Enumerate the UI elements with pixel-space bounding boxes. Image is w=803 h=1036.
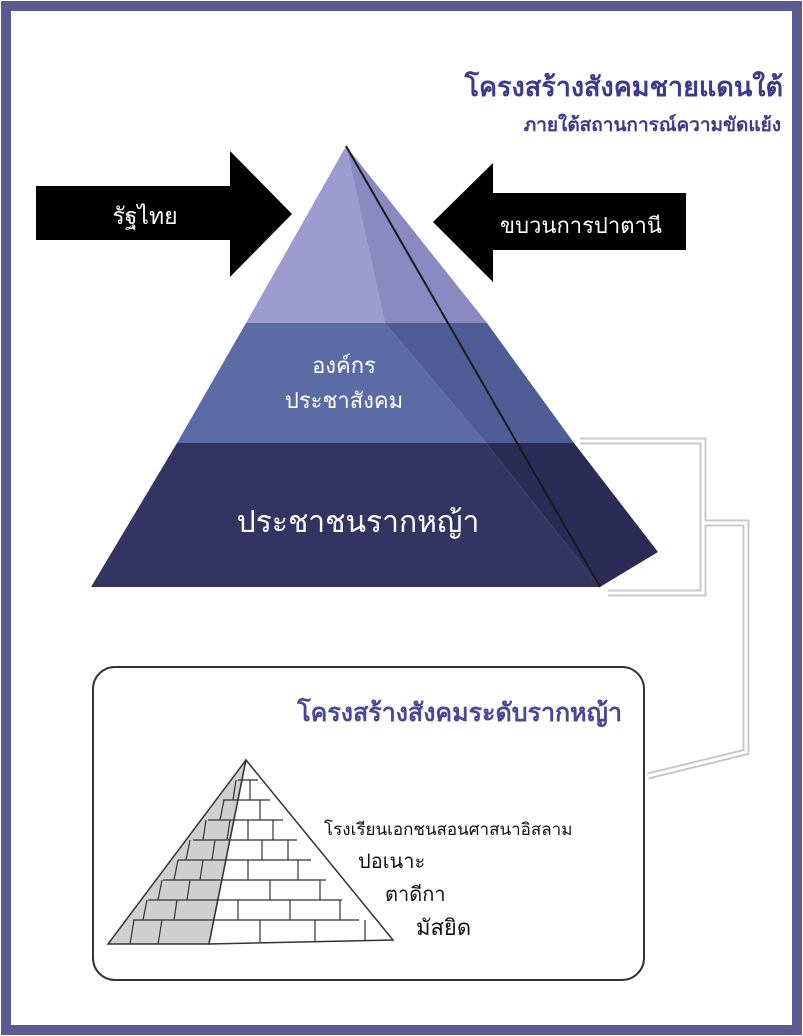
inset-panel: โครงสร้างสังคมระดับรากหญ้า xyxy=(92,666,645,981)
pyramid-top-tier-side xyxy=(346,146,487,323)
pyramid-middle-tier-side xyxy=(385,323,574,443)
pyramid-bottom-tier-side xyxy=(486,443,658,587)
main-pyramid: องค์กร ประชาสังคม ประชาชนรากหญ้า xyxy=(91,145,658,588)
right-arrow-label: ขบวนการปาตานี xyxy=(500,214,662,239)
right-arrow: ขบวนการปาตานี xyxy=(433,163,686,282)
bracket-connector xyxy=(580,437,750,780)
inset-title: โครงสร้างสังคมระดับรากหญ้า xyxy=(296,697,622,727)
brick-lines xyxy=(129,779,366,945)
middle-tier-label-line2: ประชาสังคม xyxy=(285,389,403,414)
inset-label-pondok: ปอเนาะ xyxy=(358,849,425,873)
pyramid-bottom-tier-front xyxy=(91,443,600,587)
inset-label-tadika: ตาดีกา xyxy=(385,882,446,906)
inset-label-islamic-school: โรงเรียนเอกชนสอนศาสนาอิสลาม xyxy=(324,819,572,840)
diagram-title: โครงสร้างสังคมชายแดนใต้ xyxy=(463,70,783,103)
middle-tier-label-line1: องค์กร xyxy=(312,354,376,379)
pyramid-edge xyxy=(345,145,601,588)
left-arrow-label: รัฐไทย xyxy=(112,203,177,230)
pyramid-middle-tier-front xyxy=(177,323,486,443)
inset-label-mosque: มัสยิด xyxy=(416,916,471,941)
bottom-tier-label: ประชาชนรากหญ้า xyxy=(237,505,480,540)
brick-pyramid xyxy=(106,758,395,945)
left-arrow: รัฐไทย xyxy=(36,151,292,277)
pyramid-top-tier-front xyxy=(246,146,385,323)
diagram-subtitle: ภายใต้สถานการณ์ความขัดแย้ง xyxy=(524,113,781,136)
brick-pyramid-light-face xyxy=(208,758,395,945)
